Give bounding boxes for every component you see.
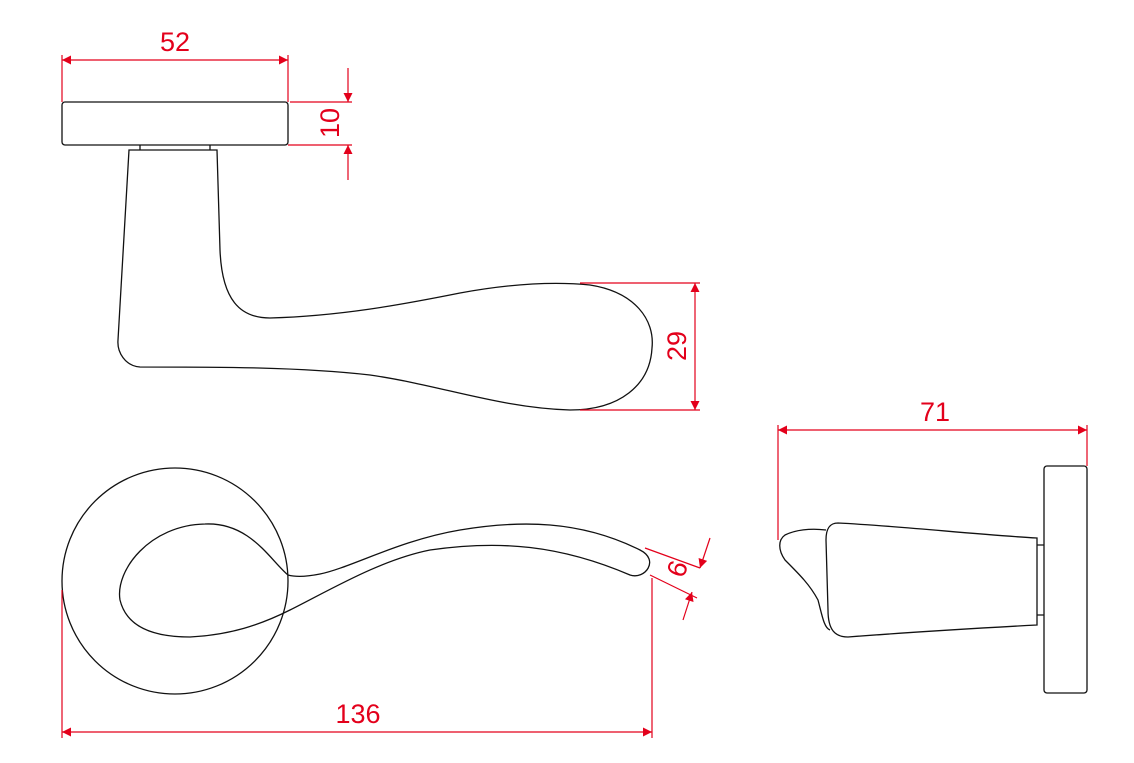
dimency-label-136: 136 — [335, 699, 380, 729]
dimension-lever-length: 136 — [61, 578, 653, 738]
dimension-rose-thickness: 10 — [288, 68, 353, 180]
rose-plate — [61, 101, 289, 146]
end-rose-plate — [1043, 465, 1088, 694]
dimension-projection: 71 — [777, 397, 1088, 540]
end-lever-body — [825, 522, 1038, 638]
dimension-label-29: 29 — [662, 331, 692, 361]
dimension-label-10: 10 — [315, 108, 345, 138]
dimension-label-71: 71 — [920, 397, 950, 427]
lever-front — [118, 523, 651, 638]
front-view — [61, 467, 651, 695]
dimension-tip-thickness: 6 — [644, 537, 711, 621]
lever-profile — [117, 149, 653, 411]
end-view — [779, 465, 1088, 694]
dimension-grip-height: 29 — [580, 282, 700, 411]
end-neck — [1037, 544, 1044, 616]
side-view — [61, 101, 653, 411]
dimension-rose-diameter: 52 — [61, 27, 289, 102]
rose-neck — [139, 145, 211, 150]
dimension-label-52: 52 — [160, 27, 190, 57]
rosette — [61, 467, 289, 695]
end-lever-tip — [779, 528, 831, 631]
